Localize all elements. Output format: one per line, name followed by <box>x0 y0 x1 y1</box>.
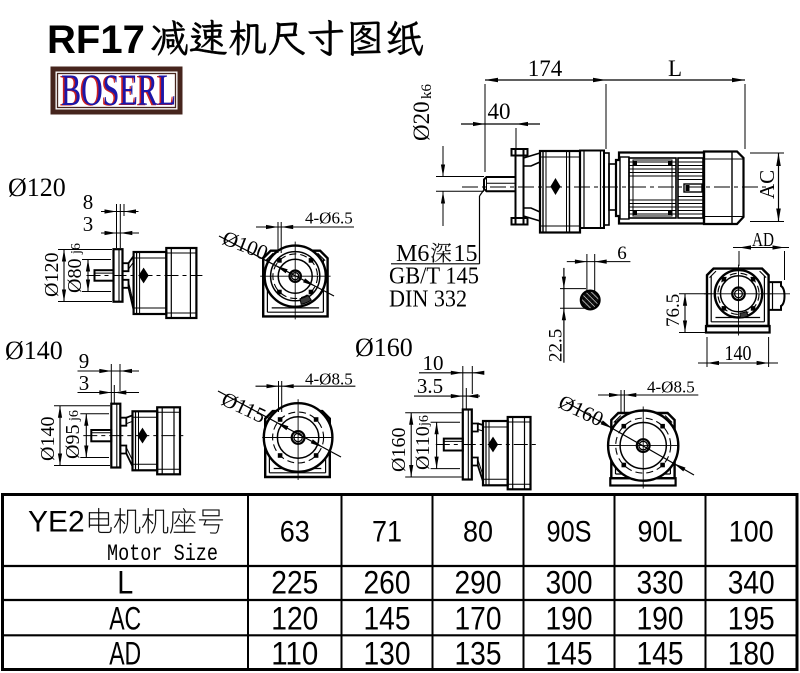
svg-text:145: 145 <box>637 636 684 672</box>
svg-text:71: 71 <box>372 516 402 549</box>
svg-text:90L: 90L <box>638 516 683 549</box>
svg-text:76.5: 76.5 <box>663 294 684 327</box>
svg-text:Ø140: Ø140 <box>5 336 63 365</box>
svg-text:AD: AD <box>109 636 141 672</box>
svg-text:AD: AD <box>752 229 774 251</box>
svg-text:340: 340 <box>728 565 775 601</box>
svg-text:8: 8 <box>83 190 94 214</box>
svg-text:63: 63 <box>280 516 310 549</box>
svg-text:j6: j6 <box>69 243 84 255</box>
svg-text:Ø80: Ø80 <box>64 259 86 293</box>
svg-text:Ø160: Ø160 <box>555 390 607 431</box>
svg-text:130: 130 <box>364 636 411 672</box>
svg-text:Ø120: Ø120 <box>41 253 63 297</box>
svg-text:290: 290 <box>455 565 502 601</box>
svg-text:9: 9 <box>79 349 90 373</box>
svg-text:4-Ø6.5: 4-Ø6.5 <box>305 209 353 228</box>
svg-text:40: 40 <box>488 99 511 124</box>
svg-text:RF17: RF17 <box>47 18 145 62</box>
svg-text:6: 6 <box>617 243 627 264</box>
svg-text:110: 110 <box>271 636 318 672</box>
svg-text:135: 135 <box>455 636 502 672</box>
svg-text:80: 80 <box>463 516 493 549</box>
svg-text:120: 120 <box>271 601 318 637</box>
svg-text:100: 100 <box>729 516 774 549</box>
svg-text:4-Ø8.5: 4-Ø8.5 <box>647 378 695 397</box>
svg-text:j6: j6 <box>417 415 432 427</box>
svg-text:22.5: 22.5 <box>546 329 567 362</box>
svg-text:Ø120: Ø120 <box>8 173 66 202</box>
svg-text:Ø140: Ø140 <box>37 417 59 461</box>
svg-text:3: 3 <box>79 371 90 395</box>
svg-text:GB/T 145: GB/T 145 <box>389 264 479 290</box>
svg-text:180: 180 <box>728 636 775 672</box>
svg-text:195: 195 <box>728 601 775 637</box>
svg-text:330: 330 <box>637 565 684 601</box>
svg-text:BOSERL: BOSERL <box>60 66 175 115</box>
svg-text:L: L <box>668 56 682 81</box>
svg-text:Ø95: Ø95 <box>62 425 84 459</box>
svg-text:15: 15 <box>454 241 478 267</box>
svg-text:145: 145 <box>546 636 593 672</box>
svg-text:BOSERL: BOSERL <box>61 65 176 114</box>
svg-text:Motor Size: Motor Size <box>107 541 218 567</box>
svg-text:k6: k6 <box>419 84 435 100</box>
svg-text:225: 225 <box>271 565 318 601</box>
svg-text:190: 190 <box>546 601 593 637</box>
svg-text:M6: M6 <box>396 241 429 267</box>
svg-text:10: 10 <box>423 351 444 375</box>
svg-text:j6: j6 <box>67 410 82 422</box>
svg-text:Ø115: Ø115 <box>218 387 270 428</box>
svg-text:140: 140 <box>725 341 752 365</box>
svg-text:Ø160: Ø160 <box>355 333 413 362</box>
svg-text:170: 170 <box>455 601 502 637</box>
svg-text:Ø160: Ø160 <box>388 428 410 472</box>
svg-text:DIN 332: DIN 332 <box>389 287 467 313</box>
svg-text:145: 145 <box>364 601 411 637</box>
svg-text:300: 300 <box>546 565 593 601</box>
svg-text:Ø20: Ø20 <box>409 101 434 141</box>
svg-text:Ø100: Ø100 <box>219 226 271 265</box>
svg-text:3: 3 <box>83 212 94 236</box>
svg-text:L: L <box>117 565 133 601</box>
svg-text:AC: AC <box>109 601 141 637</box>
svg-text:3.5: 3.5 <box>417 374 443 398</box>
svg-text:AC: AC <box>755 170 779 199</box>
svg-text:90S: 90S <box>547 516 592 549</box>
svg-text:190: 190 <box>637 601 684 637</box>
svg-text:4-Ø8.5: 4-Ø8.5 <box>305 370 353 389</box>
svg-text:Ø110: Ø110 <box>412 426 434 470</box>
svg-text:174: 174 <box>528 56 563 81</box>
svg-text:260: 260 <box>364 565 411 601</box>
svg-text:YE2: YE2 <box>28 506 85 539</box>
